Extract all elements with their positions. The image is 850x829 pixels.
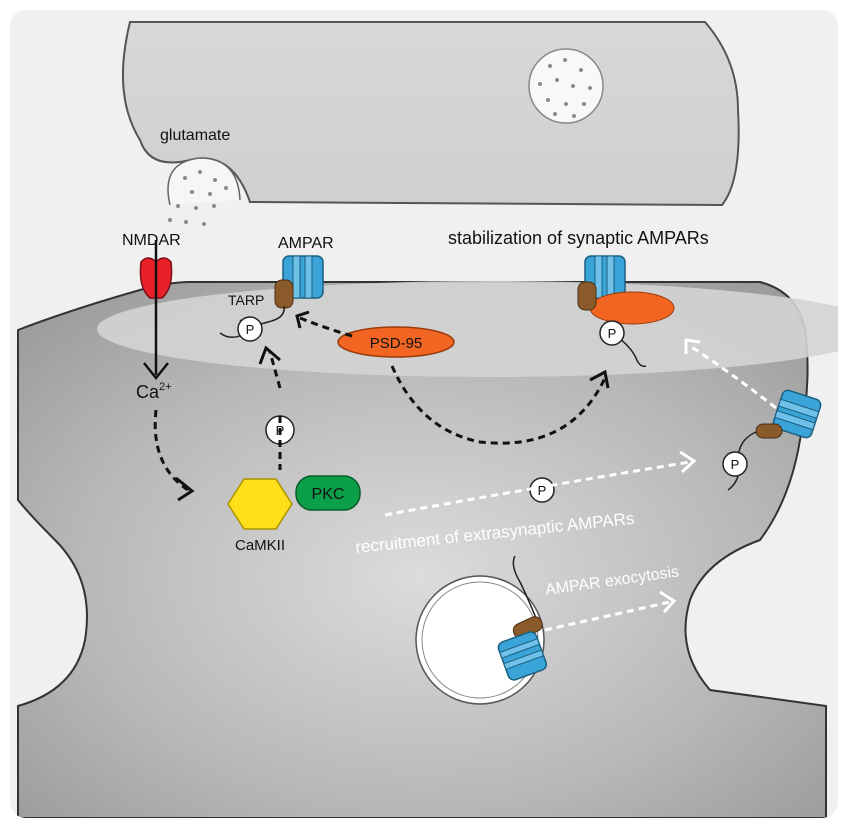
stabilization-label: stabilization of synaptic AMPARs bbox=[448, 228, 709, 248]
nmdar-receptor bbox=[139, 240, 173, 381]
p-label-tarp-synaptic: P bbox=[608, 326, 617, 341]
diagram-frame: glutamate NMDAR AMPAR stabilization of s… bbox=[10, 10, 838, 818]
signaling-arrows bbox=[153, 316, 607, 492]
arrowhead-stabilization bbox=[589, 369, 610, 389]
phospho-tarp-left bbox=[237, 316, 263, 342]
p-label-recruitment: P bbox=[538, 483, 547, 498]
synapse-diagram: glutamate NMDAR AMPAR stabilization of s… bbox=[17, 21, 838, 818]
phospho-tarp-extrasynaptic bbox=[722, 451, 748, 477]
calcium-label: Ca2+ bbox=[136, 381, 172, 402]
arrowhead-recruitment bbox=[679, 450, 697, 474]
pkc-label: PKC bbox=[312, 486, 345, 503]
glutamate-label: glutamate bbox=[160, 127, 230, 144]
psd95-label: PSD-95 bbox=[370, 335, 423, 352]
psd95-protein bbox=[337, 326, 455, 358]
p-label-pkc: P bbox=[276, 423, 285, 438]
arrowhead-tarp bbox=[258, 345, 281, 365]
p-label-tarp-left: P bbox=[246, 322, 255, 337]
pkc-box bbox=[295, 475, 361, 511]
tarp-label: TARP bbox=[228, 292, 264, 308]
camkii-label: CaMKII bbox=[235, 537, 285, 554]
ampar-receptor-synaptic bbox=[577, 255, 675, 368]
ampar-label: AMPAR bbox=[278, 235, 334, 252]
trafficking-arrows bbox=[384, 344, 777, 632]
postsynaptic-spine bbox=[17, 281, 827, 818]
arrowhead-exocytosis bbox=[659, 590, 677, 614]
arrowhead-psd95 bbox=[295, 310, 310, 329]
arrowhead-extrasynaptic bbox=[684, 338, 701, 354]
ampar-receptor-left bbox=[219, 255, 324, 342]
ampar-receptor-extrasynaptic bbox=[722, 389, 822, 491]
p-label-extrasynaptic: P bbox=[731, 457, 740, 472]
fusing-vesicle bbox=[167, 157, 241, 226]
phospho-tarp-synaptic bbox=[599, 320, 625, 346]
nmdar-label: NMDAR bbox=[122, 232, 181, 249]
arrowhead-camkii bbox=[175, 476, 195, 502]
camkii-hexagon bbox=[227, 478, 293, 530]
exocytic-vesicle bbox=[415, 555, 548, 705]
synaptic-vesicle bbox=[528, 48, 604, 124]
